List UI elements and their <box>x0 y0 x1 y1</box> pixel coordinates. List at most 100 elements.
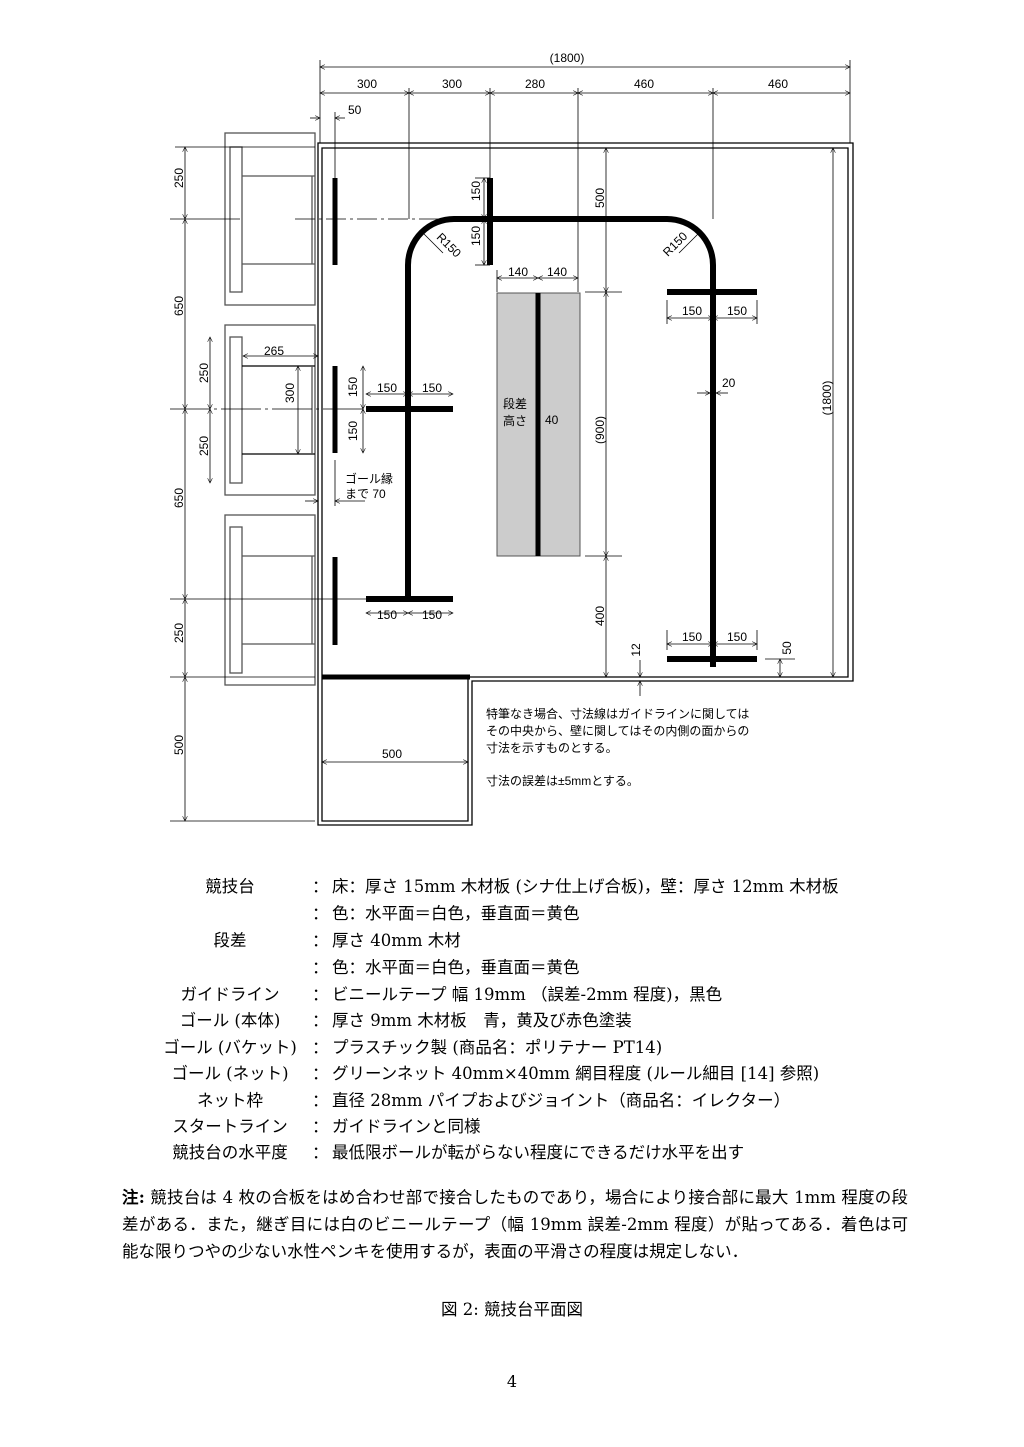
dim-label: 150 <box>377 608 397 622</box>
dimension-lines <box>170 60 850 821</box>
dim-label: 150 <box>682 304 702 318</box>
spec-label: ガイドライン <box>180 985 280 1004</box>
note-prefix: 注: <box>122 1188 145 1207</box>
dim-label: 500 <box>172 735 186 755</box>
diagram-note: 寸法を示すものとする。 <box>486 741 618 755</box>
spec-value: 色：水平面＝白色，垂直面＝黄色 <box>332 904 580 923</box>
dim-label: 150 <box>727 304 747 318</box>
dim-label: 300 <box>283 383 297 403</box>
dim-label: 150 <box>682 630 702 644</box>
dim-label: 500 <box>382 747 402 761</box>
diagram-note: その中央から、壁に関してはその内側の面からの <box>486 723 749 738</box>
spec-row: ネット枠 ：直径 28mm パイプおよびジョイント（商品名：イレクター） <box>0 1088 1024 1114</box>
spec-value: プラスチック製 (商品名：ポリテナー PT14) <box>332 1038 663 1057</box>
dim-label: 250 <box>172 623 186 643</box>
step-label: 高さ <box>503 413 527 428</box>
page-number: 4 <box>506 1372 518 1391</box>
step-height-label: 40 <box>545 413 559 427</box>
spec-row: ゴール (ネット) ：グリーンネット 40mm×40mm 網目程度 (ルール細目 … <box>0 1061 1024 1087</box>
spec-colon: ： <box>312 1091 329 1110</box>
dim-label: 500 <box>593 188 607 208</box>
dimension-labels: (1800) 300 300 280 460 460 50 250 650 65… <box>172 51 834 788</box>
spec-row: ガイドライン ：ビニールテープ 幅 19mm （誤差-2mm 程度)，黒色 <box>0 982 1024 1008</box>
dim-label: 150 <box>469 226 483 246</box>
dim-label: 50 <box>348 103 362 117</box>
dim-label: 250 <box>172 168 186 188</box>
spec-value: 床：厚さ 15mm 木材板 (シナ仕上げ合板)，壁：厚さ 12mm 木材板 <box>332 877 839 896</box>
dim-label: (1800) <box>550 51 585 65</box>
dim-label: 150 <box>469 181 483 201</box>
spec-value: 厚さ 9mm 木材板 青，黄及び赤色塗装 <box>332 1011 632 1030</box>
spec-label: ネット枠 <box>197 1091 263 1110</box>
spec-row: 競技台 ：床：厚さ 15mm 木材板 (シナ仕上げ合板)，壁：厚さ 12mm 木材… <box>0 874 1024 900</box>
dim-label: 280 <box>525 77 545 91</box>
dim-label: 150 <box>346 377 360 397</box>
spec-label: 段差 <box>213 931 247 950</box>
spec-row: 競技台の水平度：最低限ボールが転がらない程度にできるだけ水平を出す <box>0 1140 1024 1166</box>
spec-colon: ： <box>312 877 329 896</box>
spec-value: グリーンネット 40mm×40mm 網目程度 (ルール細目 [14] 参照) <box>332 1064 820 1083</box>
spec-label: 競技台の水平度 <box>172 1143 288 1162</box>
dim-label: 140 <box>508 265 528 279</box>
spec-row: ：色：水平面＝白色，垂直面＝黄色 <box>0 955 1024 981</box>
spec-value: 色：水平面＝白色，垂直面＝黄色 <box>332 958 580 977</box>
diagram-note: 寸法の誤差は±5mmとする。 <box>486 773 639 788</box>
dim-label: 140 <box>547 265 567 279</box>
dim-label: 650 <box>172 488 186 508</box>
note-text: 競技台は 4 枚の合板をはめ合わせ部で接合したものであり，場合により接合部に最大… <box>122 1188 908 1261</box>
spec-colon: ： <box>312 1117 329 1136</box>
spec-row: ゴール (本体) ：厚さ 9mm 木材板 青，黄及び赤色塗装 <box>0 1008 1024 1034</box>
dim-label: 150 <box>422 608 442 622</box>
dim-label: 150 <box>727 630 747 644</box>
radius-label: R150 <box>660 229 690 259</box>
spec-value: ガイドラインと同様 <box>332 1117 481 1136</box>
dim-label: 650 <box>172 296 186 316</box>
dim-label: 265 <box>264 344 284 358</box>
radius-label: R150 <box>434 230 464 260</box>
field-walls <box>317 142 854 826</box>
spec-colon: ： <box>312 985 329 1004</box>
dim-label: 250 <box>197 363 211 383</box>
spec-colon: ： <box>312 1011 329 1030</box>
spec-label: ゴール (本体) <box>179 1011 281 1030</box>
spec-row: スタートライン ：ガイドラインと同様 <box>0 1114 1024 1140</box>
dim-label: 250 <box>197 436 211 456</box>
dim-label: 400 <box>593 606 607 626</box>
goal-edge-label: まで 70 <box>345 487 386 501</box>
spec-value: ビニールテープ 幅 19mm （誤差-2mm 程度)，黒色 <box>332 985 723 1004</box>
spec-colon: ： <box>312 931 329 950</box>
field-plan-diagram: (1800) 300 300 280 460 460 50 250 650 65… <box>170 51 854 826</box>
note-paragraph: 注: 競技台は 4 枚の合板をはめ合わせ部で接合したものであり，場合により接合部… <box>122 1184 908 1265</box>
spec-colon: ： <box>312 1064 329 1083</box>
dim-label: (1800) <box>820 381 834 416</box>
step-label: 段差 <box>503 396 527 411</box>
diagram-note: 特筆なき場合、寸法線はガイドラインに関しては <box>486 706 749 721</box>
dim-label: 300 <box>357 77 377 91</box>
spec-colon: ： <box>312 1038 329 1057</box>
spec-label: 競技台 <box>205 877 255 896</box>
dim-label: 150 <box>346 421 360 441</box>
goal-bottom <box>224 514 316 686</box>
goal-edge-label: ゴール縁 <box>345 471 393 486</box>
spec-value: 直径 28mm パイプおよびジョイント（商品名：イレクター） <box>332 1091 791 1110</box>
spec-label: スタートライン <box>172 1117 288 1136</box>
dim-label: 300 <box>442 77 462 91</box>
dim-label: 460 <box>634 77 654 91</box>
figure-caption: 図 2: 競技台平面図 <box>440 1300 584 1319</box>
dim-label: 12 <box>629 643 643 657</box>
spec-row: ：色：水平面＝白色，垂直面＝黄色 <box>0 901 1024 927</box>
spec-colon: ： <box>312 904 329 923</box>
dim-label: 150 <box>377 381 397 395</box>
dim-label: 50 <box>780 641 794 655</box>
spec-value: 厚さ 40mm 木材 <box>332 931 461 950</box>
guideline <box>405 216 716 667</box>
spec-colon: ： <box>312 1143 329 1162</box>
spec-label: ゴール (ネット) <box>171 1064 289 1083</box>
dim-label: (900) <box>593 416 607 444</box>
dim-label: 460 <box>768 77 788 91</box>
dim-label: 150 <box>422 381 442 395</box>
spec-row: 段差 ：厚さ 40mm 木材 <box>0 928 1024 954</box>
spec-label: ゴール (バケット) <box>163 1038 297 1057</box>
spec-colon: ： <box>312 958 329 977</box>
goal-middle <box>224 324 316 496</box>
